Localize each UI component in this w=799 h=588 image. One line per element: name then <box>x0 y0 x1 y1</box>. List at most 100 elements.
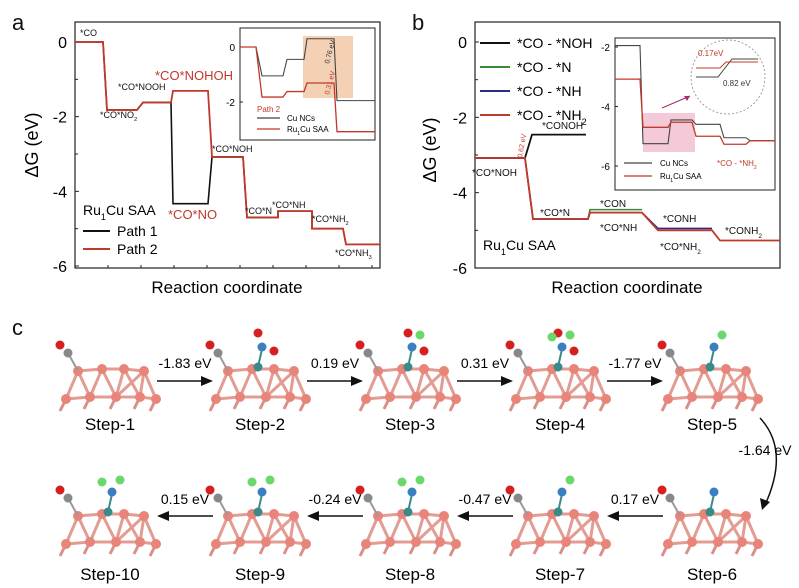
o-atom <box>403 328 413 338</box>
cu-bond <box>442 515 458 545</box>
cu-bond <box>264 514 296 544</box>
inset-zoom-circle <box>690 39 766 115</box>
arrow-head <box>651 376 663 386</box>
cu-bond <box>214 370 230 400</box>
energy-label: -1.64 eV <box>739 442 793 458</box>
cu-atom <box>511 539 521 549</box>
cu-atom <box>535 537 545 547</box>
panel-inner-label: Ru1Cu SAA <box>483 237 556 257</box>
n-atom <box>257 342 267 352</box>
cu-atom <box>269 509 279 519</box>
legend-label: *CO - *NOH <box>517 35 592 51</box>
cu-bond <box>364 515 380 545</box>
inset-legend-label: Cu NCs <box>287 114 315 123</box>
ru-n-bond <box>557 493 563 513</box>
panel-label-c: c <box>12 315 23 340</box>
cu-bond <box>292 370 308 400</box>
cu-atom <box>721 364 731 374</box>
cu-atom <box>111 537 121 547</box>
panel-label-b: b <box>412 10 425 35</box>
cu-atom <box>85 537 95 547</box>
c-atom <box>363 493 373 503</box>
annotation-label: *CO*NH <box>600 223 637 234</box>
cu-bond <box>88 368 104 398</box>
x-axis-label: Reaction coordinate <box>151 278 302 297</box>
c-atom <box>63 493 73 503</box>
cu-bond <box>592 370 608 400</box>
molecule-structure-step-6 <box>657 485 763 557</box>
inset-y-tick-label: -2 <box>226 98 235 109</box>
inset-series-ru <box>240 46 375 133</box>
ru-n-bond <box>407 348 413 368</box>
o-atom <box>205 485 215 495</box>
o-atom <box>55 340 65 350</box>
n-atom <box>107 487 117 497</box>
cu-atom <box>211 539 221 549</box>
n-atom <box>709 342 719 352</box>
y-axis-label: ΔG (eV) <box>22 112 42 177</box>
cu-atom <box>713 392 723 402</box>
panel-label-a: a <box>12 10 25 35</box>
cu-bond <box>400 513 418 543</box>
cu-atom <box>261 537 271 547</box>
inset-series-cu <box>240 38 375 102</box>
ru-n-bond <box>709 348 715 368</box>
cu-atom <box>151 394 161 404</box>
c-atom <box>665 348 675 358</box>
cu-bond <box>238 513 254 543</box>
cu-atom <box>439 511 449 521</box>
o-atom <box>505 485 515 495</box>
ru-n-bond <box>107 493 113 513</box>
cu-atom <box>451 394 461 404</box>
cu-atom <box>601 539 611 549</box>
ru-n-bond <box>257 493 263 513</box>
cu-bond <box>514 370 530 400</box>
c-atom <box>213 348 223 358</box>
cu-atom <box>135 392 145 402</box>
y-tick-label: 0 <box>458 35 467 52</box>
plot-frame <box>474 21 781 269</box>
cu-bond <box>114 369 146 399</box>
cu-atom <box>361 394 371 404</box>
cu-atom <box>687 537 697 547</box>
annotation-label: *CO <box>80 28 97 38</box>
molecule-structure-step-8 <box>355 475 461 557</box>
cu-atom <box>419 509 429 519</box>
cu-atom <box>301 539 311 549</box>
c-atom <box>513 493 523 503</box>
legend-label: Path 1 <box>117 223 158 239</box>
annotation-label: *CO*NH3 <box>335 248 372 261</box>
o-atom <box>269 346 279 356</box>
annotation-label: *CO*NH <box>272 200 306 210</box>
cu-atom <box>301 394 311 404</box>
energy-label: 0.19 eV <box>311 355 360 371</box>
inset-highlight <box>303 36 353 98</box>
cu-atom <box>569 364 579 374</box>
molecule-structure-step-4 <box>505 328 611 412</box>
cu-atom <box>601 394 611 404</box>
n-atom <box>557 487 567 497</box>
cu-bond <box>716 369 748 399</box>
inset-label: *CO - *NH2 <box>717 159 757 171</box>
cu-atom <box>753 394 763 404</box>
cu-bond <box>666 515 682 545</box>
inset-legend-label: Cu NCs <box>660 159 688 168</box>
series-path-2 <box>75 41 380 246</box>
h-atom <box>547 332 557 342</box>
cu-bond <box>592 515 608 545</box>
cu-bond <box>690 368 706 398</box>
step-label: Step-8 <box>385 565 435 584</box>
cu-atom <box>139 511 149 521</box>
cu-bond <box>442 370 458 400</box>
h-atom <box>717 330 727 340</box>
cu-bond <box>64 370 80 400</box>
cu-bond <box>414 369 446 399</box>
cu-atom <box>511 394 521 404</box>
inset-series-ru <box>615 78 775 145</box>
cu-atom <box>119 509 129 519</box>
arrow-head <box>760 498 770 510</box>
legend-label: *CO - *N <box>517 59 571 75</box>
cu-atom <box>269 364 279 374</box>
